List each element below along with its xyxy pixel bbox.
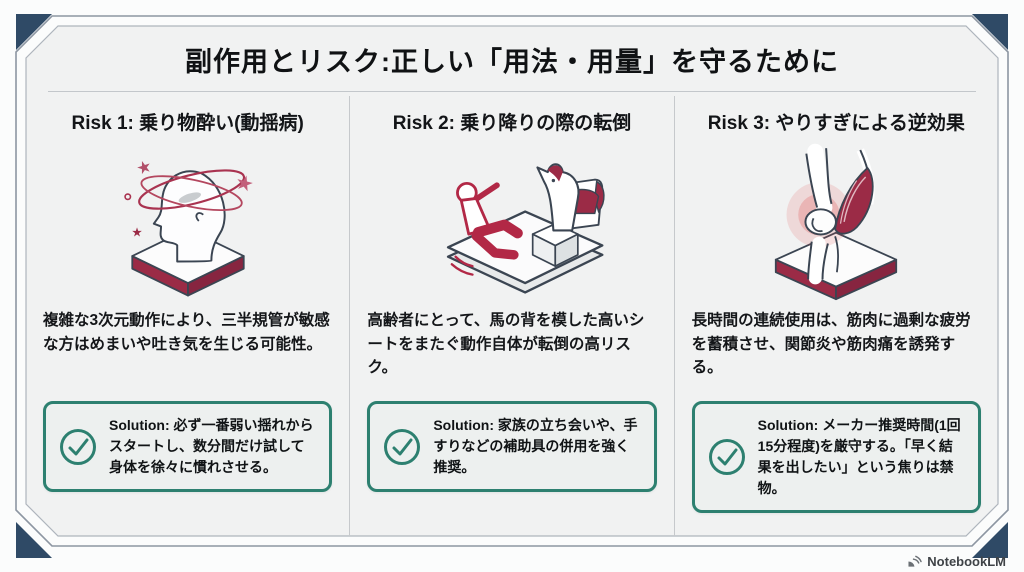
- risk-column-2: Risk 2: 乗り降りの際の転倒: [349, 96, 673, 536]
- risk-2-solution-box: Solution: 家族の立ち会いや、手すりなどの補助具の併用を強く推奨。: [367, 401, 657, 492]
- check-circle-icon: [708, 439, 745, 475]
- risk-column-1: Risk 1: 乗り物酔い(動揺病) ★ ★ ★: [26, 96, 349, 536]
- risk-3-solution-box: Solution: メーカー推奨時間(1回15分程度)を厳守する。「早く結果を出…: [691, 401, 981, 513]
- risk-columns: Risk 1: 乗り物酔い(動揺病) ★ ★ ★: [26, 96, 998, 536]
- svg-text:★: ★: [232, 170, 256, 197]
- knee-strain-illustration: [692, 137, 981, 305]
- risk-1-solution-box: Solution: 必ず一番弱い揺れからスタートし、数分間だけ試して身体を徐々に…: [43, 401, 333, 492]
- watermark: NotebookLM: [907, 554, 1006, 569]
- dizzy-head-icon: ★ ★ ★: [123, 156, 256, 297]
- notebooklm-logo-icon: [908, 555, 923, 567]
- risk-1-solution-text: Solution: 必ず一番弱い揺れからスタートし、数分間だけ試して身体を徐々に…: [109, 417, 314, 475]
- risk-2-header: Risk 2: 乗り降りの際の転倒: [392, 113, 632, 134]
- corner-triangle-top-right: [972, 14, 1008, 50]
- watermark-label: NotebookLM: [927, 554, 1006, 569]
- horse-fall-illustration: [367, 137, 656, 305]
- horse-fall-icon: [446, 163, 605, 294]
- slide-content: 副作用とリスク:正しい「用法・用量」を守るために Risk 1: 乗り物酔い(動…: [26, 26, 998, 536]
- risk-2-solution-text: Solution: 家族の立ち会いや、手すりなどの補助具の併用を強く推奨。: [433, 417, 638, 475]
- risk-1-header: Risk 1: 乗り物酔い(動揺病): [71, 113, 304, 134]
- risk-column-3: Risk 3: やりすぎによる逆効果: [673, 96, 998, 536]
- corner-triangle-bottom-right: [972, 522, 1008, 558]
- corner-triangle-bottom-left: [16, 522, 52, 558]
- svg-text:★: ★: [131, 225, 142, 239]
- knee-strain-icon: [775, 143, 898, 301]
- risk-3-header: Risk 3: やりすぎによる逆効果: [707, 113, 965, 134]
- risk-3-body: 長時間の連続使用は、筋肉に過剰な疲労を蓄積させ、関節炎や筋肉痛を誘発する。: [691, 312, 971, 377]
- risk-1-body: 複雑な3次元動作により、三半規管が敏感な方はめまいや吐き気を生じる可能性。: [43, 312, 330, 353]
- svg-text:★: ★: [134, 156, 154, 179]
- dizzy-head-illustration: ★ ★ ★: [43, 137, 332, 305]
- title-divider: [48, 91, 976, 92]
- risk-2-body: 高齢者にとって、馬の背を模した高いシートをまたぐ動作自体が転倒の高リスク。: [367, 312, 645, 377]
- risk-3-solution-text: Solution: メーカー推奨時間(1回15分程度)を厳守する。「早く結果を出…: [757, 417, 961, 496]
- corner-triangle-top-left: [16, 14, 52, 50]
- check-circle-icon: [384, 428, 421, 465]
- check-circle-icon: [60, 428, 96, 465]
- page-title: 副作用とリスク:正しい「用法・用量」を守るために: [185, 47, 839, 77]
